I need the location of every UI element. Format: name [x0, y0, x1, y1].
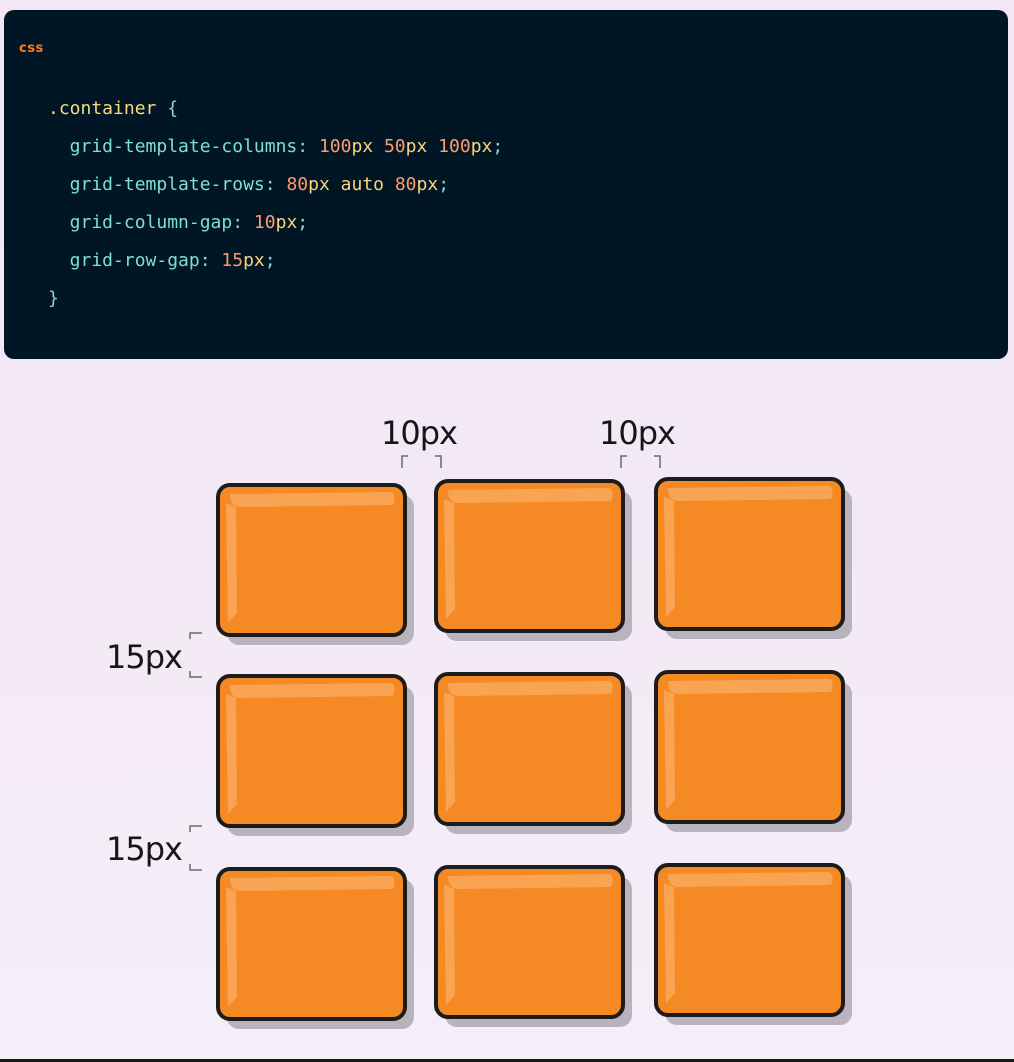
cell-highlight — [226, 503, 237, 623]
code-line: } — [48, 280, 503, 318]
gap-bracket — [189, 864, 202, 871]
code-content: .container { grid-template-columns: 100p… — [48, 90, 503, 318]
code-token: ; — [438, 174, 450, 195]
code-token: auto — [340, 174, 395, 195]
grid-cell — [434, 479, 625, 633]
code-token: px — [405, 136, 439, 157]
code-token: 15 — [221, 250, 244, 271]
cell-highlight — [668, 872, 833, 887]
code-token: px — [308, 174, 341, 195]
cell-highlight — [668, 679, 833, 694]
grid-illustration — [189, 455, 852, 1029]
code-token: : — [232, 212, 254, 233]
cell-highlight — [230, 683, 395, 698]
code-language-label: css — [19, 41, 44, 56]
code-line: grid-row-gap: 15px; — [48, 242, 503, 280]
code-token: grid-column-gap — [48, 212, 233, 233]
grid-cell — [434, 672, 625, 826]
bottom-divider — [0, 1059, 1014, 1062]
gap-bracket — [620, 455, 627, 468]
code-block: css .container { grid-template-columns: … — [4, 10, 1008, 359]
cell-highlight — [448, 681, 613, 696]
grid-cell — [654, 863, 845, 1017]
gap-bracket — [654, 455, 661, 468]
row-gap-label-1: 15px — [106, 638, 183, 676]
cell-highlight — [226, 694, 237, 814]
code-line: .container { — [48, 90, 503, 128]
code-token: { — [156, 98, 179, 119]
cell-highlight — [230, 492, 395, 507]
cell-highlight — [664, 883, 675, 1003]
cell-highlight — [448, 488, 613, 503]
cell-highlight — [664, 690, 675, 810]
cell-highlight — [230, 876, 395, 891]
code-token: grid-template-rows — [48, 174, 265, 195]
grid-cell — [216, 483, 407, 637]
grid-cell — [654, 670, 845, 824]
grid-gap-diagram: 10px 10px 15px 15px — [0, 360, 1014, 1062]
column-gap-label-1: 10px — [381, 414, 458, 452]
code-token: 50 — [383, 136, 406, 157]
code-token: .container — [48, 98, 157, 119]
cell-highlight — [668, 486, 833, 501]
code-line: grid-template-rows: 80px auto 80px; — [48, 166, 503, 204]
code-token: 80 — [394, 174, 417, 195]
code-token: px — [470, 136, 493, 157]
cell-highlight — [444, 692, 455, 812]
code-token: 100 — [318, 136, 352, 157]
grid-cell — [434, 865, 625, 1019]
code-token: ; — [492, 136, 504, 157]
grid-cell — [654, 477, 845, 631]
code-token: px — [275, 212, 298, 233]
code-token: px — [351, 136, 384, 157]
cell-highlight — [226, 887, 237, 1007]
gap-bracket — [401, 455, 408, 468]
gap-bracket — [435, 455, 442, 468]
code-token: 80 — [286, 174, 309, 195]
gap-bracket — [189, 632, 202, 639]
code-token: px — [243, 250, 265, 271]
code-token: px — [416, 174, 439, 195]
code-token: : — [199, 250, 222, 271]
grid-cell — [216, 674, 407, 828]
code-token: ; — [297, 212, 309, 233]
code-token: 100 — [438, 136, 471, 157]
row-gap-label-2: 15px — [106, 830, 183, 868]
code-token: : — [297, 136, 319, 157]
gap-bracket — [189, 671, 202, 678]
cell-highlight — [444, 499, 455, 619]
cell-highlight — [448, 874, 613, 889]
code-line: grid-column-gap: 10px; — [48, 204, 503, 242]
column-gap-label-2: 10px — [599, 414, 676, 452]
cell-highlight — [664, 497, 675, 617]
gap-bracket — [189, 825, 202, 832]
code-token: grid-template-columns — [48, 136, 298, 157]
code-token: : — [264, 174, 287, 195]
code-token: } — [48, 288, 59, 309]
cell-highlight — [444, 885, 455, 1005]
code-token: 10 — [253, 212, 276, 233]
code-token: ; — [264, 250, 276, 271]
code-token: grid-row-gap — [48, 250, 200, 271]
grid-cell — [216, 867, 407, 1021]
code-line: grid-template-columns: 100px 50px 100px; — [48, 128, 504, 166]
